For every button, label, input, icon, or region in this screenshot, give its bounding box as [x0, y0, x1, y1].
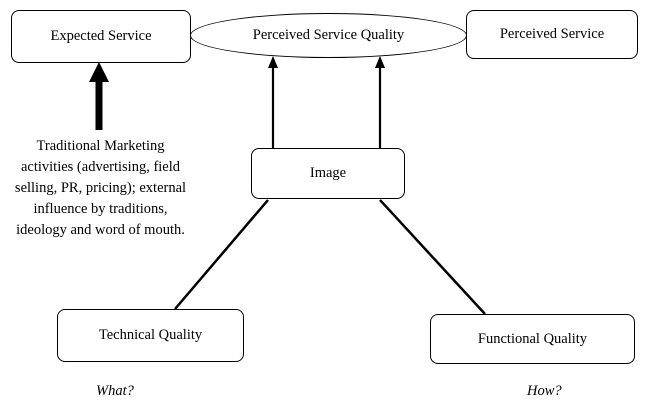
image-to-functional-line [379, 199, 486, 315]
note-line: selling, PR, pricing); external [14, 180, 187, 196]
expected-service-label: Expected Service [50, 28, 152, 44]
how-question: How? [527, 383, 562, 399]
perceived-service-box: Perceived Service [466, 10, 638, 59]
perceived-service-label: Perceived Service [499, 26, 605, 42]
functional-quality-box: Functional Quality [430, 314, 635, 364]
image-box: Image [251, 148, 405, 199]
note-to-expected-arrowhead [89, 62, 109, 82]
marketing-influence-note: Traditional Marketing activities (advert… [0, 136, 201, 241]
note-line: influence by traditions, [33, 201, 168, 217]
note-line: ideology and word of mouth. [16, 222, 185, 238]
note-line: activities (advertising, field [20, 159, 181, 175]
expected-service-box: Expected Service [11, 10, 191, 63]
perceived-service-quality-ellipse: Perceived Service Quality [190, 13, 467, 58]
functional-quality-label: Functional Quality [477, 330, 588, 347]
image-label: Image [309, 165, 347, 181]
perceived-service-quality-label: Perceived Service Quality [252, 27, 405, 43]
note-line: Traditional Marketing [36, 138, 165, 154]
image-to-psq-arrowhead-right [375, 56, 385, 68]
what-question: What? [96, 383, 134, 399]
image-to-technical-line [174, 199, 269, 310]
technical-quality-box: Technical Quality [57, 309, 244, 362]
technical-quality-label: Technical Quality [98, 327, 203, 343]
image-to-psq-arrowhead-left [268, 56, 278, 68]
